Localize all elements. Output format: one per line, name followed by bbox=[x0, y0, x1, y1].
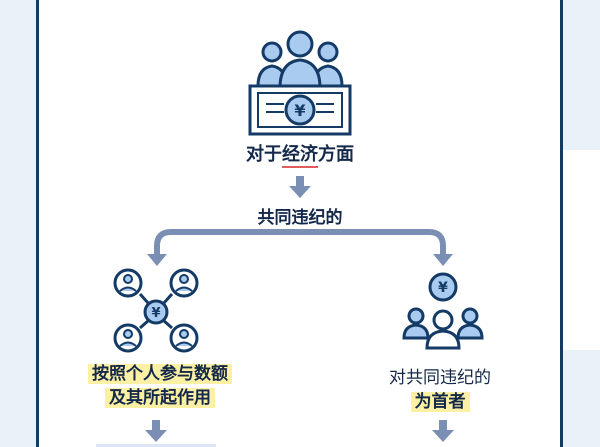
next-step-box bbox=[96, 444, 216, 447]
ringleader-label: 对共同违纪的 为首者 bbox=[340, 366, 540, 414]
arrow-down-left bbox=[145, 420, 167, 442]
network-people-icon bbox=[113, 268, 199, 353]
arrow-down-1 bbox=[289, 176, 311, 198]
panel-edge bbox=[563, 150, 600, 350]
branch-arrow-right bbox=[433, 254, 453, 266]
ringleader-line1: 对共同违纪的 bbox=[389, 368, 491, 388]
by-amount-line2: 及其所起作用 bbox=[105, 388, 215, 408]
group-money-icon bbox=[248, 30, 352, 136]
joint-violation-label: 共同违纪的 bbox=[257, 208, 343, 228]
yen-symbol-right: ¥ bbox=[438, 280, 448, 296]
economic-aspect-label: 对于经济方面 bbox=[220, 140, 380, 168]
branch-arrow-left bbox=[147, 254, 167, 266]
underlined-keyword: 经济 bbox=[282, 144, 318, 168]
leader-group-icon bbox=[402, 272, 484, 350]
yen-symbol-top: ¥ bbox=[294, 101, 305, 120]
ringleader-line2: 为首者 bbox=[410, 392, 470, 412]
by-amount-line1: 按照个人参与数额 bbox=[88, 364, 232, 384]
yen-symbol-left: ¥ bbox=[151, 306, 160, 321]
arrow-down-right bbox=[432, 420, 454, 442]
branch-connector bbox=[154, 229, 446, 259]
by-amount-label: 按照个人参与数额 及其所起作用 bbox=[60, 362, 260, 410]
